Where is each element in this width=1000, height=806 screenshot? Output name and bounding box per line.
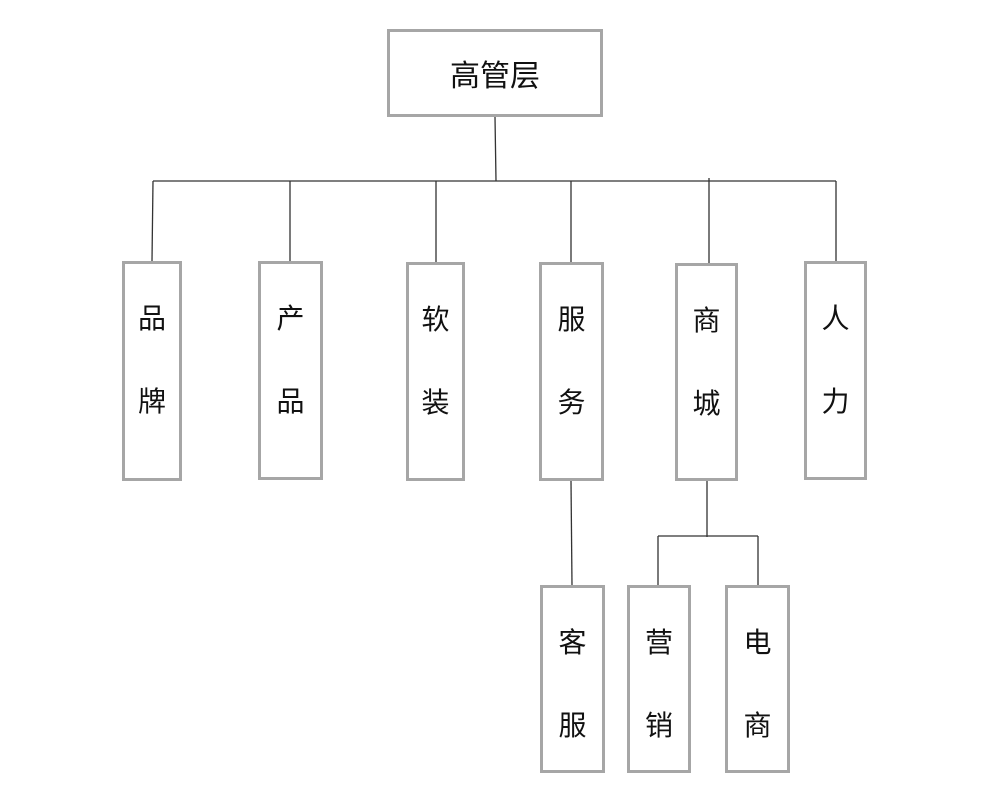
node-brand: 品 牌 [122, 261, 182, 481]
node-soft-furnishing: 软 装 [406, 262, 465, 481]
node-soft-furnishing-char-2: 装 [421, 386, 450, 419]
node-brand-char-1: 品 [137, 302, 166, 335]
node-service-char-2: 务 [557, 386, 586, 419]
node-marketing: 营 销 [627, 585, 691, 773]
node-service-char-1: 服 [557, 303, 586, 336]
node-ecommerce-char-1: 电 [743, 626, 772, 659]
node-mall: 商 城 [675, 263, 738, 481]
root-node: 高管层 [387, 29, 603, 117]
root-node-label: 高管层 [450, 59, 540, 94]
node-ecommerce: 电 商 [725, 585, 790, 773]
node-product: 产 品 [258, 261, 323, 480]
brand-drop [151, 180, 154, 262]
node-marketing-char-1: 营 [644, 626, 673, 659]
node-soft-furnishing-char-1: 软 [421, 303, 450, 336]
node-marketing-char-2: 销 [644, 709, 673, 742]
node-ecommerce-char-2: 商 [743, 709, 772, 742]
node-product-char-1: 产 [276, 302, 305, 335]
node-customer-service-char-1: 客 [558, 626, 587, 659]
node-brand-char-2: 牌 [137, 385, 166, 418]
node-mall-char-2: 城 [692, 387, 721, 420]
root-stem [494, 116, 497, 182]
service-to-cs-line [570, 480, 573, 586]
node-product-char-2: 品 [276, 385, 305, 418]
node-customer-service: 客 服 [540, 585, 605, 773]
node-mall-char-1: 商 [692, 304, 721, 337]
node-service: 服 务 [539, 262, 604, 481]
node-hr: 人 力 [804, 261, 867, 480]
node-hr-char-2: 力 [821, 385, 850, 418]
node-customer-service-char-2: 服 [558, 709, 587, 742]
node-hr-char-1: 人 [821, 302, 850, 335]
